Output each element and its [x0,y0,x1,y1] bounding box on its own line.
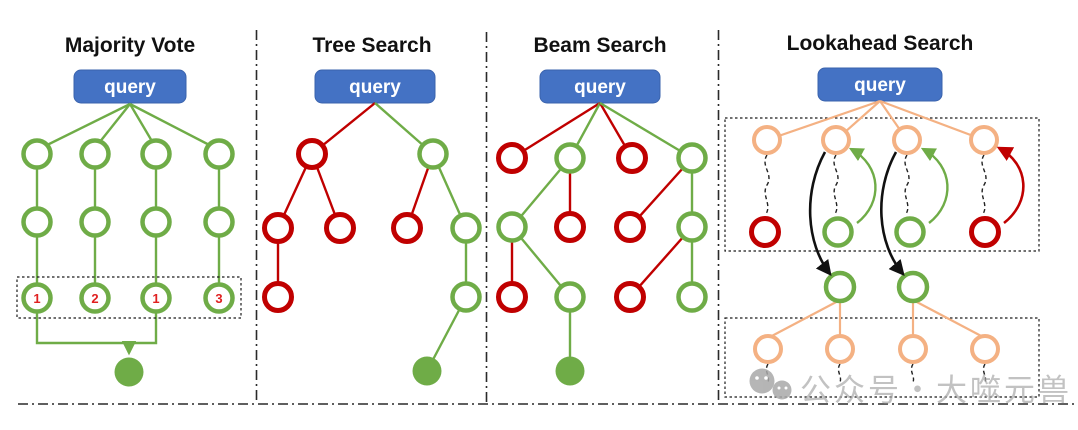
node-circle [896,270,930,304]
node-circle [749,216,781,248]
node-circle [822,216,854,248]
node-circle [821,125,851,155]
lookahead-bottom-box [724,317,1040,398]
node-circle [140,206,172,238]
watermark-text: 公众号・大噬元兽 [800,373,1072,408]
sample-nodes [749,125,1001,364]
node-circle [554,142,586,174]
final-answer-node [114,357,144,387]
node-circle [554,281,586,313]
node-circle [823,270,857,304]
node-circle [324,212,356,244]
node-circle [614,211,646,243]
value-up-arrow [996,146,1025,225]
sample-nodes [496,142,708,313]
node-circle [496,211,528,243]
panel-lookahead-search: Lookahead Search query [724,32,1040,398]
value-up-arrow [848,147,877,224]
node-circle [969,216,1001,248]
panel-tree-search: Tree Search query [262,34,482,386]
vote-count-label: 1 [33,291,40,306]
node-circle [450,212,482,244]
node-circle [676,211,708,243]
vote-count-label: 1 [152,291,159,306]
node-circle [140,282,172,314]
query-label: query [349,77,401,98]
node-circle [391,212,423,244]
node-circle [262,281,294,313]
node-circle [203,138,235,170]
panel-majority-vote: Majority Vote query [16,34,242,387]
node-circle [894,216,926,248]
watermark: 公众号・大噬元兽 [749,368,1072,408]
query-box [73,69,187,104]
answer-row-box [16,276,242,319]
node-circle [676,281,708,313]
value-up-arrow [920,147,949,224]
edges [766,99,986,339]
node-circle [262,212,294,244]
vote-count-label: 3 [215,291,222,306]
node-circle [79,206,111,238]
sample-nodes [21,138,235,314]
node-circle [969,125,999,155]
node-circle [616,142,648,174]
node-circle [21,206,53,238]
node-circle [21,138,53,170]
panel-beam-search: Beam Search query [496,34,708,386]
node-circle [614,281,646,313]
node-circle [496,142,528,174]
select-arrow [880,151,905,276]
panel-title: Majority Vote [65,34,195,57]
query-label: query [574,77,626,98]
node-circle [79,282,111,314]
rollout-dashed-paths [764,154,987,385]
node-circle [79,138,111,170]
node-circle [676,142,708,174]
edges [510,101,694,371]
node-circle [417,138,449,170]
node-circle [554,211,586,243]
node-circle [203,282,235,314]
sample-nodes [262,138,482,313]
node-circle [752,125,782,155]
node-circle [450,281,482,313]
final-answer-node [412,356,442,386]
query-label: query [854,75,906,96]
panel-title: Beam Search [533,34,666,57]
panel-dividers [18,30,1074,405]
feedback-arrows [808,146,1025,277]
node-circle [21,282,53,314]
vote-counts: 1 2 1 3 [33,291,222,306]
final-answer-node [555,356,585,386]
node-circle [892,125,922,155]
node-circle [898,334,928,364]
panel-title: Lookahead Search [787,32,974,55]
node-circle [496,281,528,313]
query-label: query [104,77,156,98]
vote-count-label: 2 [91,291,98,306]
node-circle [970,334,1000,364]
panel-title: Tree Search [312,34,431,57]
node-circle [825,334,855,364]
lookahead-top-box [724,117,1040,252]
node-circle [753,334,783,364]
node-circle [203,206,235,238]
select-arrow [808,151,832,277]
node-circle [140,138,172,170]
edges [35,102,221,356]
wechat-logo-icon [749,368,792,400]
node-circle [296,138,328,170]
